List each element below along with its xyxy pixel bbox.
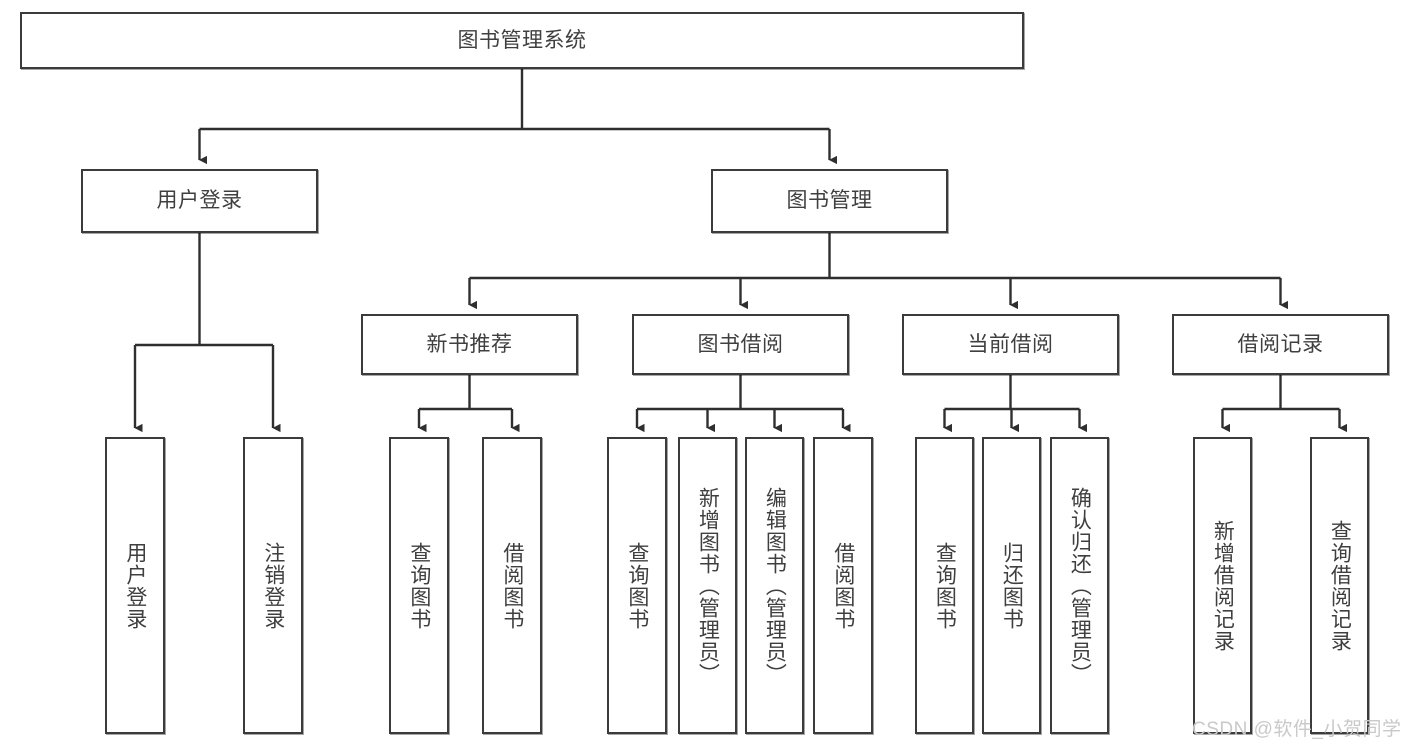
node-label-leaf-confirm-return: 确认归还（管理员） bbox=[1068, 486, 1092, 685]
node-label-user-login: 用户登录 bbox=[156, 189, 243, 213]
node-label-root: 图书管理系统 bbox=[457, 28, 587, 52]
node-root: 图书管理系统 bbox=[20, 12, 1024, 69]
node-new-book-rec: 新书推荐 bbox=[361, 314, 578, 375]
node-current-borrow: 当前借阅 bbox=[902, 314, 1119, 375]
node-leaf-return-book: 归还图书 bbox=[982, 437, 1041, 734]
node-leaf-borrow-book-bb: 借阅图书 bbox=[813, 437, 873, 734]
node-leaf-user-logout: 注销登录 bbox=[243, 437, 303, 734]
node-leaf-query-book-cb: 查询图书 bbox=[915, 437, 974, 734]
node-label-leaf-edit-book: 编辑图书（管理员） bbox=[763, 486, 787, 685]
node-label-leaf-user-logout: 注销登录 bbox=[261, 541, 285, 630]
node-leaf-query-book-bb: 查询图书 bbox=[607, 437, 667, 734]
node-label-borrow-record: 借阅记录 bbox=[1237, 332, 1324, 356]
node-label-leaf-borrow-book-bb: 借阅图书 bbox=[831, 541, 855, 630]
node-leaf-user-login: 用户登录 bbox=[105, 437, 165, 734]
node-leaf-add-book: 新增图书（管理员） bbox=[678, 437, 737, 734]
node-label-book-borrow: 图书借阅 bbox=[697, 332, 784, 356]
node-label-new-book-rec: 新书推荐 bbox=[426, 332, 513, 356]
node-leaf-add-record: 新增借阅记录 bbox=[1193, 437, 1252, 734]
node-book-borrow: 图书借阅 bbox=[632, 314, 849, 375]
node-label-current-borrow: 当前借阅 bbox=[967, 332, 1054, 356]
node-leaf-query-book-rec: 查询图书 bbox=[389, 437, 449, 734]
node-label-leaf-return-book: 归还图书 bbox=[1000, 541, 1024, 630]
node-leaf-borrow-book-rec: 借阅图书 bbox=[482, 437, 542, 734]
node-user-login: 用户登录 bbox=[81, 169, 318, 233]
node-leaf-confirm-return: 确认归还（管理员） bbox=[1050, 437, 1109, 734]
node-label-leaf-borrow-book-rec: 借阅图书 bbox=[500, 541, 524, 630]
csdn-watermark: CSDN @软件_小贺同学 bbox=[1192, 719, 1402, 740]
node-label-leaf-query-book-rec: 查询图书 bbox=[407, 541, 431, 630]
node-leaf-edit-book: 编辑图书（管理员） bbox=[745, 437, 804, 734]
node-label-book-manage: 图书管理 bbox=[786, 189, 873, 213]
node-label-leaf-query-book-cb: 查询图书 bbox=[933, 541, 957, 630]
node-label-leaf-add-book: 新增图书（管理员） bbox=[696, 486, 720, 685]
node-label-leaf-add-record: 新增借阅记录 bbox=[1211, 519, 1235, 652]
node-leaf-query-record: 查询借阅记录 bbox=[1310, 437, 1369, 734]
node-borrow-record: 借阅记录 bbox=[1172, 314, 1389, 375]
node-label-leaf-query-record: 查询借阅记录 bbox=[1328, 519, 1352, 652]
node-label-leaf-user-login: 用户登录 bbox=[123, 541, 147, 630]
node-label-leaf-query-book-bb: 查询图书 bbox=[625, 541, 649, 630]
node-book-manage: 图书管理 bbox=[711, 169, 948, 233]
